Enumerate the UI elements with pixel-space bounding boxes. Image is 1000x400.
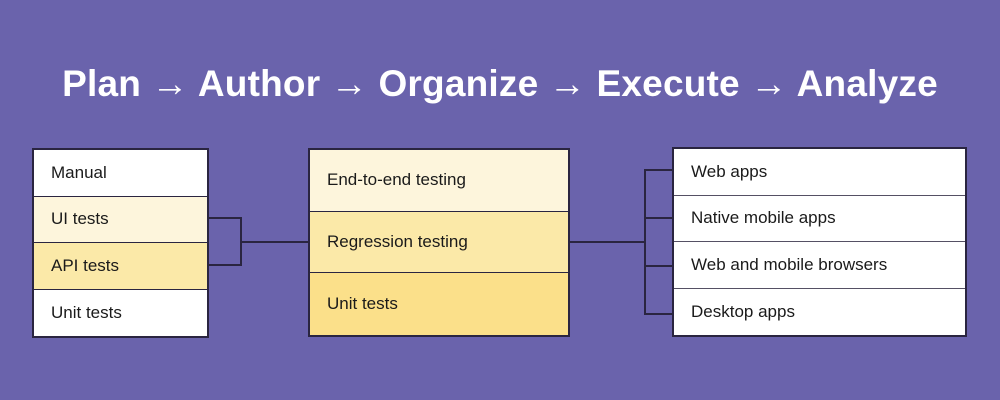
connector-branch-ui-tests: [209, 217, 242, 219]
list-item[interactable]: Native mobile apps: [674, 195, 965, 242]
column-application-targets: Web apps Native mobile apps Web and mobi…: [672, 147, 967, 337]
list-item-label: End-to-end testing: [327, 170, 466, 190]
list-item[interactable]: UI tests: [34, 196, 207, 243]
connector-left-to-mid: [240, 241, 310, 243]
page-title: Plan → Author → Organize → Execute → Ana…: [62, 63, 938, 104]
list-item-label: Web apps: [691, 161, 768, 181]
list-item[interactable]: API tests: [34, 243, 207, 290]
connector-branch-desktop-apps: [644, 313, 674, 315]
connector-branch-web-and-mobile-browsers: [644, 265, 674, 267]
connector-branch-api-tests: [209, 264, 242, 266]
list-item[interactable]: End-to-end testing: [310, 150, 568, 212]
column-testing-levels: End-to-end testing Regression testing Un…: [308, 148, 570, 337]
list-item[interactable]: Regression testing: [310, 211, 568, 273]
list-item[interactable]: Manual: [34, 150, 207, 197]
list-item-label: Web and mobile browsers: [691, 254, 888, 274]
list-item-label: Manual: [51, 162, 107, 182]
list-item-label: Regression testing: [327, 231, 468, 251]
list-item[interactable]: Web apps: [674, 149, 965, 196]
connector-branch-web-apps: [644, 169, 674, 171]
list-item-label: Unit tests: [51, 302, 122, 322]
list-item-label: Native mobile apps: [691, 208, 836, 228]
list-item-label: Unit tests: [327, 293, 398, 313]
list-item-label: Desktop apps: [691, 301, 795, 321]
column-test-types: Manual UI tests API tests Unit tests: [32, 148, 209, 338]
list-item-label: API tests: [51, 255, 120, 275]
list-item[interactable]: Unit tests: [34, 289, 207, 336]
connector-branch-native-mobile-apps: [644, 217, 674, 219]
list-item[interactable]: Unit tests: [310, 273, 568, 335]
list-item[interactable]: Web and mobile browsers: [674, 242, 965, 289]
list-item-label: UI tests: [51, 209, 109, 229]
list-item[interactable]: Desktop apps: [674, 288, 965, 335]
connector-mid-to-right: [569, 241, 646, 243]
connector-spine-right: [644, 169, 646, 315]
